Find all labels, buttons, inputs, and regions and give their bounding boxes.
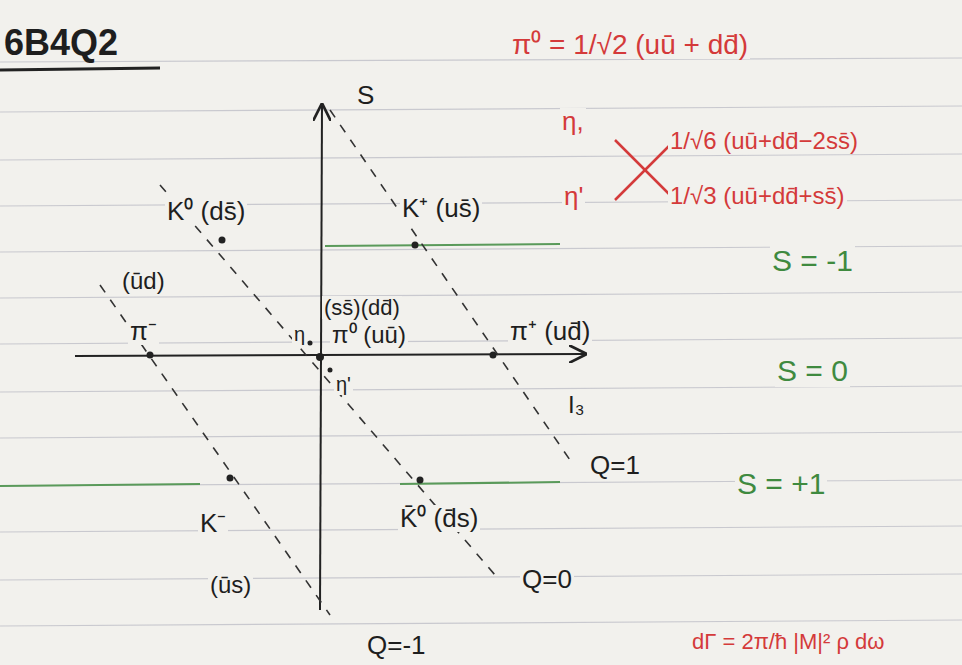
note-label: K⁺ (us̄) xyxy=(400,195,482,222)
note-label: Q=-1 xyxy=(365,632,428,659)
note-label: S = 0 xyxy=(775,355,850,387)
note-label: S xyxy=(355,82,376,109)
note-label: η, xyxy=(560,108,586,135)
note-label: Q=1 xyxy=(588,452,642,479)
note-label: (ss̄)(dd̄) xyxy=(322,296,402,319)
note-label: Q=0 xyxy=(520,566,574,593)
mixing-cross xyxy=(615,140,675,200)
note-label: η' xyxy=(562,183,585,210)
note-label: K⁰ (ds̄) xyxy=(165,198,247,225)
ruled-lines xyxy=(0,58,962,626)
note-label: η' xyxy=(334,374,353,395)
note-label: η xyxy=(292,324,307,345)
note-label: I₃ xyxy=(566,392,586,417)
note-label: K̄⁰ (d̄s) xyxy=(398,505,480,532)
note-label: π⁰ (uū) xyxy=(330,322,408,347)
note-label: π⁺ (ud̄) xyxy=(508,318,592,345)
note-label: (ūd) xyxy=(120,268,167,293)
page-title: 6B4Q2 xyxy=(4,24,118,62)
note-label: S = -1 xyxy=(770,245,855,277)
meson-dots xyxy=(147,237,497,484)
note-label: 1/√3 (uū+dd̄+ss̄) xyxy=(668,183,847,208)
note-label: π⁰ = 1/√2 (uū + dd̄) xyxy=(510,30,750,59)
note-label: 1/√6 (uū+dd̄−2ss̄) xyxy=(668,128,860,153)
note-label: (ūs) xyxy=(208,572,253,597)
note-label: K⁻ xyxy=(198,510,228,537)
strangeness-lines xyxy=(0,244,560,486)
charge-lines xyxy=(100,110,570,615)
note-label: π⁻ xyxy=(128,318,159,345)
note-label: dΓ = 2π/ħ |M|² ρ dω xyxy=(690,630,887,653)
title-underline xyxy=(0,68,160,70)
note-label: S = +1 xyxy=(735,468,827,500)
